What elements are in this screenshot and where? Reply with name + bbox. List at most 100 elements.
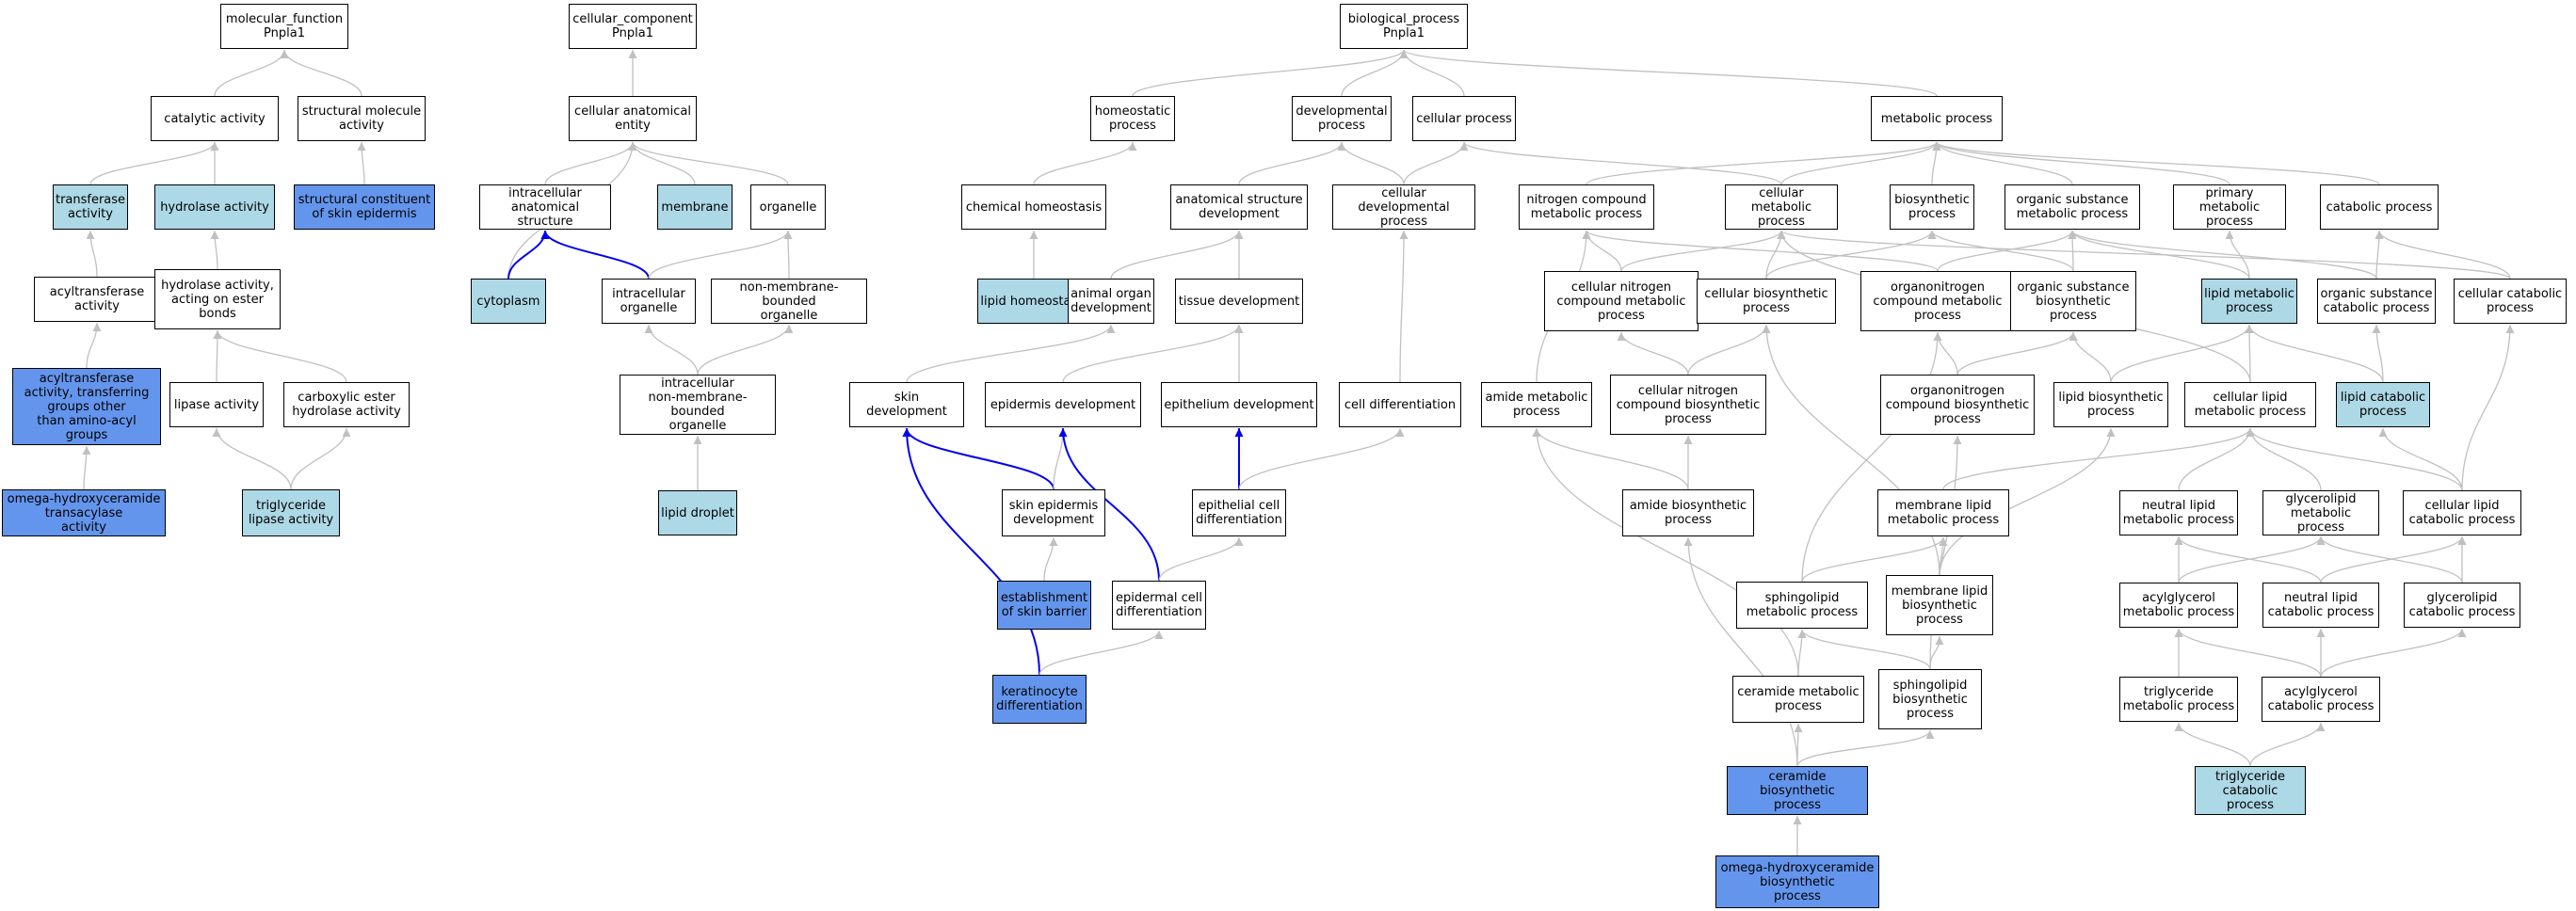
go-term-node-tissuedev[interactable]: tissue development <box>1175 279 1303 324</box>
edge-nitrog-to-metab <box>1586 141 1941 185</box>
edge-sphingo-to-orgnitro <box>1801 331 1942 583</box>
go-term-node-chemhomeo[interactable]: chemical homeostasis <box>961 184 1106 230</box>
go-term-node-cellcat[interactable]: cellular catabolic process <box>2454 279 2567 324</box>
edge-skinepid-to-epiddev <box>1053 427 1068 490</box>
go-term-node-cellanat[interactable]: cellular anatomical entity <box>569 96 697 141</box>
go-term-node-ceramide[interactable]: ceramide metabolic process <box>1732 676 1864 723</box>
go-term-node-celllipidcat[interactable]: cellular lipid catabolic process <box>2403 490 2521 535</box>
go-term-node-intraanat[interactable]: intracellular anatomical structure <box>479 184 611 230</box>
go-term-node-cellbiosyn[interactable]: cellular biosynthetic process <box>1697 279 1836 324</box>
go-term-node-lipidcat[interactable]: lipid catabolic process <box>2336 382 2430 427</box>
go-term-node-memlipidbio[interactable]: membrane lipid biosynthetic process <box>1886 575 1993 635</box>
go-term-node-lipase[interactable]: lipase activity <box>169 382 264 427</box>
go-term-node-homeo[interactable]: homeostatic process <box>1090 96 1175 141</box>
go-term-node-membrane[interactable]: membrane <box>657 184 733 230</box>
go-term-node-bp[interactable]: biological_process Pnpla1 <box>1340 4 1468 49</box>
go-term-node-glycero[interactable]: glycerolipid metabolic process <box>2262 490 2379 535</box>
go-term-node-intraorg[interactable]: intracellular organelle <box>602 279 696 324</box>
go-term-node-cytoplasm[interactable]: cytoplasm <box>471 279 546 324</box>
edge-celllipidcat-to-cellcat <box>2461 324 2515 491</box>
go-term-node-trigmetab[interactable]: triglyceride metabolic process <box>2119 677 2238 722</box>
go-term-node-celldiff[interactable]: cell differentiation <box>1339 382 1461 427</box>
edge-animorgan-to-anatdev <box>1110 230 1244 280</box>
edge-epidcell-to-epiddev <box>1058 427 1160 582</box>
go-term-node-skinepid[interactable]: skin epidermis development <box>1002 489 1105 536</box>
edge-trigcat-to-acylglycat <box>2249 722 2326 767</box>
edge-celldevproc-to-cellproc <box>1403 141 1469 185</box>
go-term-node-amidebio[interactable]: amide biosynthetic process <box>1622 489 1754 536</box>
go-term-node-glycerocat[interactable]: glycerolipid catabolic process <box>2404 583 2520 628</box>
go-term-node-epithdev[interactable]: epithelium development <box>1161 382 1317 427</box>
go-term-node-orgsub[interactable]: organic substance metabolic process <box>2004 184 2140 230</box>
edge-celldiff-to-celldevproc <box>1399 230 1409 383</box>
edge-homeo-to-bp <box>1132 49 1409 97</box>
go-term-node-primmetab[interactable]: primary metabolic process <box>2173 184 2286 230</box>
go-term-node-orgnitro[interactable]: organonitrogen compound metabolic proces… <box>1860 271 2015 331</box>
go-term-node-epidcell[interactable]: epidermal cell differentiation <box>1112 581 1206 630</box>
go-term-node-devproc[interactable]: developmental process <box>1292 96 1392 141</box>
go-term-node-transf[interactable]: transferase activity <box>53 184 128 230</box>
go-term-node-cellnitrobio[interactable]: cellular nitrogen compound biosynthetic … <box>1610 375 1766 435</box>
go-term-node-organelle[interactable]: organelle <box>750 184 826 230</box>
go-term-node-skindev[interactable]: skin development <box>849 382 964 427</box>
edge-nonmemorg-to-organelle <box>783 230 793 280</box>
go-term-node-kerat[interactable]: keratinocyte differentiation <box>992 675 1087 724</box>
go-term-node-cellnitro[interactable]: cellular nitrogen compound metabolic pro… <box>1544 271 1699 331</box>
go-term-node-cc[interactable]: cellular_component Pnpla1 <box>569 4 697 49</box>
go-term-node-epiddev[interactable]: epidermis development <box>985 382 1141 427</box>
go-term-node-carbox[interactable]: carboxylic ester hydrolase activity <box>283 382 410 427</box>
edge-epiddev-to-tissuedev <box>1062 324 1244 383</box>
go-term-node-hydroester[interactable]: hydrolase activity, acting on ester bond… <box>154 269 281 329</box>
edge-membrane-to-cellanat <box>628 141 696 185</box>
edge-tglipase-to-carbox <box>290 427 351 490</box>
go-term-node-hydrol[interactable]: hydrolase activity <box>154 184 275 230</box>
go-term-node-omegabio[interactable]: omega-hydroxyceramide biosynthetic proce… <box>1715 855 1879 908</box>
go-term-node-catact[interactable]: catalytic activity <box>151 96 279 141</box>
go-term-node-cellproc[interactable]: cellular process <box>1412 96 1516 141</box>
go-term-node-intranonmem[interactable]: intracellular non-membrane-bounded organ… <box>620 375 776 435</box>
edge-lipidcat-to-lipidmetab <box>2245 324 2384 383</box>
go-term-node-biosyn[interactable]: biosynthetic process <box>1890 184 1974 230</box>
go-term-node-nonmemorg[interactable]: non-membrane-bounded organelle <box>711 279 867 324</box>
go-term-node-nitrog[interactable]: nitrogen compound metabolic process <box>1519 184 1654 230</box>
go-term-node-omegatrans[interactable]: omega-hydroxyceramide transacylase activ… <box>2 489 166 536</box>
go-term-node-neutlipid[interactable]: neutral lipid metabolic process <box>2119 490 2238 535</box>
go-term-node-lipiddrop[interactable]: lipid droplet <box>658 490 737 535</box>
go-term-node-mf[interactable]: molecular_function Pnpla1 <box>220 4 348 49</box>
go-term-node-barrier[interactable]: establishment of skin barrier <box>997 581 1091 630</box>
go-term-node-celllipid[interactable]: cellular lipid metabolic process <box>2184 382 2316 427</box>
go-term-node-sphingobio[interactable]: sphingolipid biosynthetic process <box>1878 669 1982 729</box>
go-term-node-orgsubbio[interactable]: organic substance biosynthetic process <box>2010 271 2136 331</box>
go-term-node-trigcat[interactable]: triglyceride catabolic process <box>2195 766 2306 815</box>
edge-glycero-to-celllipid <box>2246 427 2322 491</box>
go-term-node-animorgan[interactable]: animal organ development <box>1068 279 1154 324</box>
go-term-node-sphingo[interactable]: sphingolipid metabolic process <box>1736 582 1868 629</box>
go-term-node-acyltr[interactable]: acyltransferase activity <box>34 277 160 322</box>
go-term-node-lipidmetab[interactable]: lipid metabolic process <box>2201 279 2297 324</box>
go-term-node-memlipid[interactable]: membrane lipid metabolic process <box>1877 489 2009 536</box>
edge-cellnitro-to-cellmetab <box>1620 230 1786 272</box>
go-term-node-cellmetab[interactable]: cellular metabolic process <box>1725 184 1838 230</box>
edge-devproc-to-bp <box>1341 49 1409 97</box>
go-term-node-catab[interactable]: catabolic process <box>2320 184 2439 230</box>
edge-acylglycat-to-glycerocat <box>2320 628 2467 678</box>
go-term-node-structskin[interactable]: structural constituent of skin epidermis <box>294 184 435 230</box>
go-term-node-acylglycat[interactable]: acylglycerol catabolic process <box>2262 677 2380 722</box>
go-term-node-ceramidebio[interactable]: ceramide biosynthetic process <box>1727 766 1868 815</box>
go-term-node-celldevproc[interactable]: cellular developmental process <box>1332 184 1475 230</box>
go-term-node-tglipase[interactable]: triglyceride lipase activity <box>242 489 340 536</box>
edge-metab-to-bp <box>1399 49 1938 97</box>
go-term-node-structmol[interactable]: structural molecule activity <box>298 96 426 141</box>
go-term-node-orgnitrobio[interactable]: organonitrogen compound biosynthetic pro… <box>1880 375 2035 435</box>
go-term-node-acylgly[interactable]: acylglycerol metabolic process <box>2119 583 2238 628</box>
go-term-node-lipidbio[interactable]: lipid biosynthetic process <box>2053 382 2168 427</box>
go-term-node-metab[interactable]: metabolic process <box>1871 96 2003 141</box>
go-term-node-acyltrfull[interactable]: acyltransferase activity, transferring g… <box>12 368 161 445</box>
go-term-node-neutlipidcat[interactable]: neutral lipid catabolic process <box>2262 583 2379 628</box>
go-term-node-anatdev[interactable]: anatomical structure development <box>1170 184 1308 230</box>
go-term-node-orgsubcat[interactable]: organic substance catabolic process <box>2317 279 2436 324</box>
edge-orgsub-to-metab <box>1932 141 2073 185</box>
edge-carbox-to-hydroester <box>213 329 347 383</box>
go-term-node-epithcell[interactable]: epithelial cell differentiation <box>1192 489 1286 536</box>
go-term-node-amidemetab[interactable]: amide metabolic process <box>1481 382 1592 427</box>
